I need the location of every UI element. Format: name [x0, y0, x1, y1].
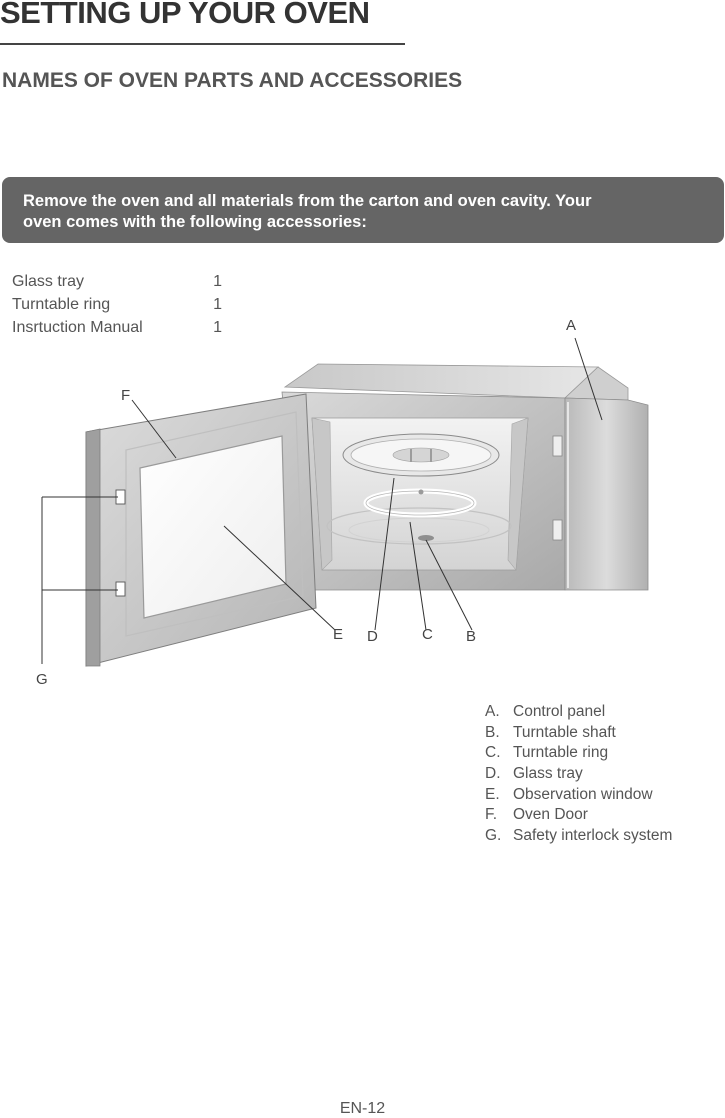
legend-letter: E. [485, 785, 500, 803]
legend-item: E. Observation window [485, 785, 672, 806]
accessory-name: Insrtuction Manual [12, 319, 143, 336]
callout-b: B [466, 628, 476, 645]
callout-f: F [121, 387, 130, 404]
accessories-notice-box: Remove the oven and all materials from t… [2, 177, 724, 243]
parts-legend: A. Control panel B. Turntable shaft C. Turn… [485, 702, 672, 847]
legend-part-name: Control panel [513, 703, 606, 720]
title-underline [0, 43, 405, 45]
page-number: EN-12 [339, 1100, 386, 1117]
legend-item: D. Glass tray [485, 764, 672, 785]
accessory-quantity: 1 [213, 273, 222, 290]
accessory-quantity: 1 [213, 319, 222, 336]
accessory-item: Glass tray 1 [12, 270, 222, 293]
callout-labels: A B C D E F G [36, 317, 576, 688]
accessory-name: Glass tray [12, 273, 85, 290]
legend-letter: B. [485, 723, 500, 741]
accessory-name: Turntable ring [12, 296, 111, 313]
legend-item: F. Oven Door [485, 805, 672, 826]
accessory-item: Turntable ring 1 [12, 293, 222, 316]
accessory-quantity: 1 [213, 296, 222, 313]
notice-line-2: oven comes with the following accessorie… [23, 213, 367, 231]
notice-line-1: Remove the oven and all materials from t… [23, 192, 592, 210]
accessory-item: Insrtuction Manual 1 [12, 316, 222, 339]
lower-latch [115, 581, 126, 597]
callout-e: E [333, 626, 343, 643]
legend-item: C. Turntable ring [485, 743, 672, 764]
oven-body [281, 363, 649, 591]
page-title: SETTING UP YOUR OVEN [0, 0, 370, 30]
legend-item: A. Control panel [485, 702, 672, 723]
callout-a: A [566, 317, 576, 334]
legend-letter: G. [485, 827, 502, 845]
legend-part-name: Safety interlock system [513, 827, 673, 845]
legend-part-name: Turntable shaft [513, 723, 616, 741]
legend-letter: A. [485, 703, 500, 720]
legend-letter: D. [485, 765, 501, 783]
section-heading: NAMES OF OVEN PARTS AND ACCESSORIES [2, 69, 463, 92]
legend-item: G. Safety interlock system [485, 826, 672, 847]
legend-part-name: Glass tray [513, 765, 583, 783]
callout-d: D [367, 628, 378, 645]
legend-part-name: Turntable ring [513, 744, 609, 762]
oven-door [85, 393, 317, 667]
legend-item: B. Turntable shaft [485, 723, 672, 744]
callout-c: C [422, 626, 433, 643]
legend-part-name: Observation window [513, 785, 653, 803]
leader-lines [41, 337, 603, 664]
legend-letter: F. [485, 806, 498, 824]
oven-parts-diagram: A B C D E F G [36, 317, 649, 688]
callout-g: G [36, 671, 48, 688]
accessories-list: Glass tray 1 Turntable ring 1 Insrtuctio… [12, 270, 222, 339]
legend-part-name: Oven Door [513, 806, 588, 824]
legend-letter: C. [485, 744, 501, 762]
